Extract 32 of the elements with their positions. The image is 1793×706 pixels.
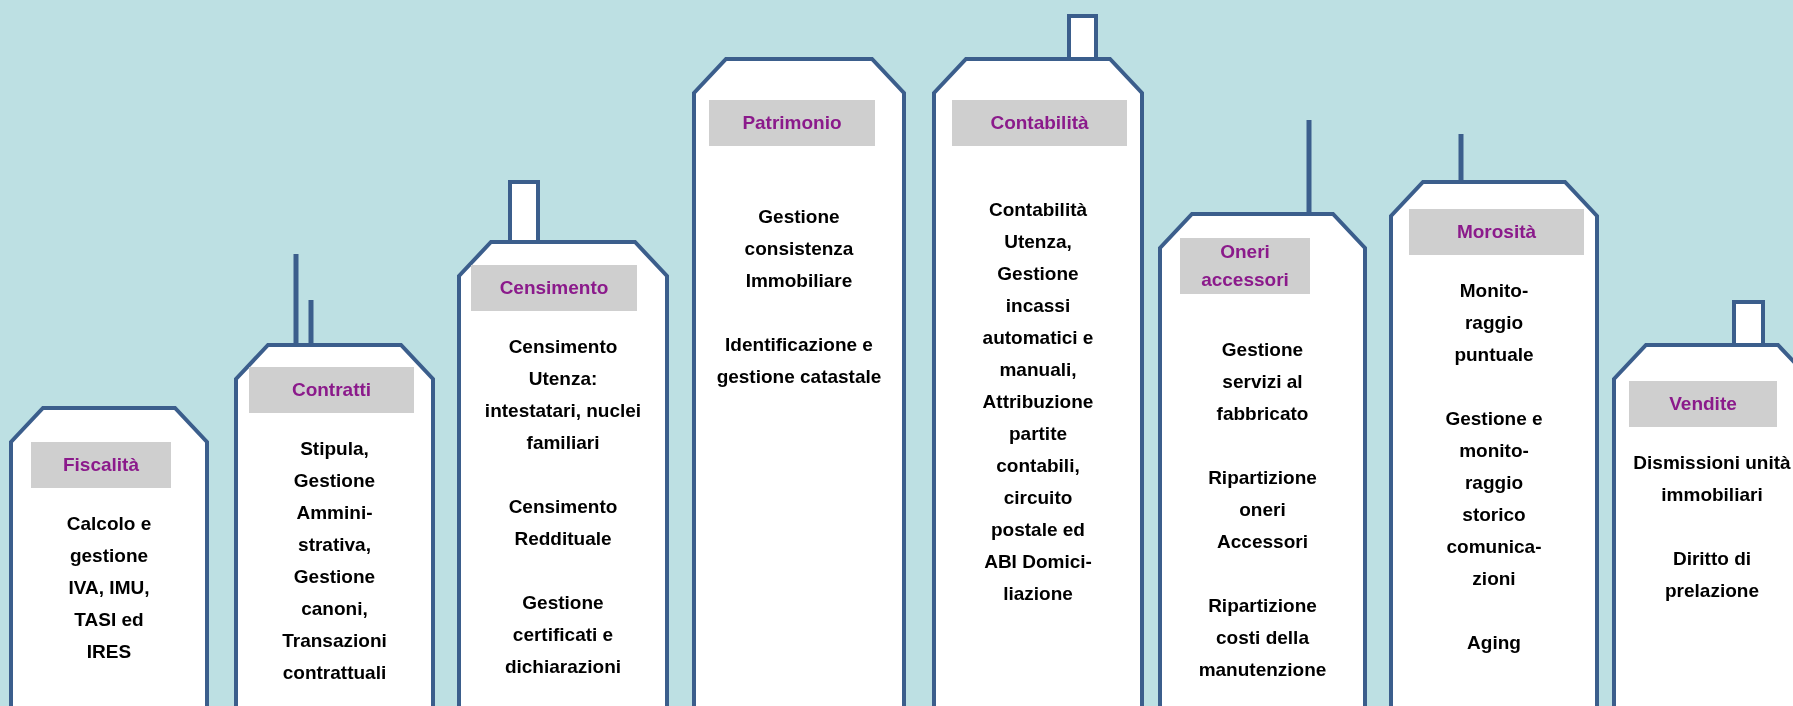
body-text: Gestione consistenza Immobiliare xyxy=(743,205,855,293)
body-text: Censimento Reddituale xyxy=(507,495,619,551)
body-text: Gestione certificati e dichiarazioni xyxy=(503,591,623,679)
heading-label: Contratti xyxy=(249,367,414,413)
building-box xyxy=(1612,343,1793,706)
building-box xyxy=(9,406,209,706)
building-box xyxy=(1158,212,1367,706)
heading-label: Oneri accessori xyxy=(1180,238,1310,294)
building-box xyxy=(932,57,1144,706)
body-text: Calcolo e gestione IVA, IMU, TASI ed IRES xyxy=(65,512,153,664)
body-text: Monito-raggio puntuale xyxy=(1453,279,1535,367)
body-text: Gestione e monito-raggio storico comunica-zioni xyxy=(1444,407,1544,591)
building-box xyxy=(1389,180,1599,706)
heading-label: Morosità xyxy=(1409,209,1584,255)
body-text: Aging xyxy=(1466,631,1522,655)
building-box xyxy=(457,240,669,706)
heading-label: Censimento xyxy=(471,265,637,311)
body-text: Censimento Utenza: intestatari, nuclei familiari xyxy=(483,335,643,455)
body-text: Stipula, Gestione Ammini-strativa, Gestione canoni, Transazioni contrattuali xyxy=(281,437,388,685)
heading-label: Patrimonio xyxy=(709,100,875,146)
body-text: Dismissioni unità immobiliari xyxy=(1632,451,1792,507)
body-text: Identificazione e gestione catastale xyxy=(715,333,883,389)
heading-label: Contabilità xyxy=(952,100,1127,146)
body-text: Contabilità Utenza, Gestione incassi automatici e manuali, Attribuzione partite contabili, circuito postale ed ABI Domici-liazione xyxy=(981,198,1095,606)
heading-label: Vendite xyxy=(1629,381,1777,427)
body-text: Diritto di prelazione xyxy=(1664,547,1760,603)
building-box xyxy=(234,343,435,706)
body-text: Gestione servizi al fabbricato xyxy=(1215,338,1310,426)
body-text: Ripartizione oneri Accessori xyxy=(1207,466,1318,554)
heading-label: Fiscalità xyxy=(31,442,171,488)
body-text: Ripartizione costi della manutenzione xyxy=(1197,594,1328,682)
building-box xyxy=(692,57,906,706)
